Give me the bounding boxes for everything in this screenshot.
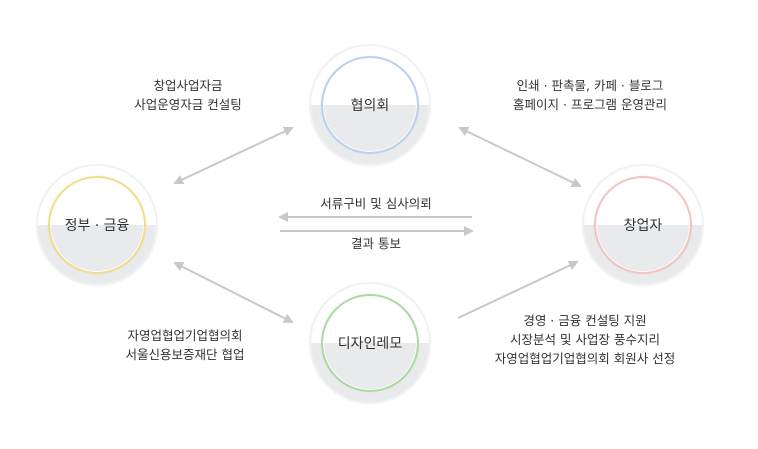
label-bottom-left: 자영업협업기업협의회 서울신용보증재단 협업 <box>105 326 265 364</box>
node-council-label: 협의회 <box>350 98 390 114</box>
node-designlemo-label: 디자인레모 <box>337 336 403 352</box>
arrow-bottom-left <box>173 262 294 323</box>
label-bottom-right: 경영 · 금융 컨설팅 지원 시장분석 및 사업장 풍수지리 자영업협업기업협의… <box>470 311 700 368</box>
label-line: 홈페이지 · 프로그램 운영관리 <box>513 97 667 112</box>
label-line: 서울신용보증재단 협업 <box>125 347 245 362</box>
label-line: 창업사업자금 <box>153 78 223 93</box>
arrow-top-left <box>173 126 294 185</box>
label-line: 사업운영자금 컨설팅 <box>134 97 242 112</box>
node-government-finance: 정부 · 금융 <box>38 166 156 284</box>
label-line: 자영업협업기업협의회 <box>127 328 243 343</box>
label-line: 시장분석 및 사업장 풍수지리 <box>510 332 660 347</box>
arrow-bottom-right <box>457 260 579 319</box>
node-council: 협의회 <box>311 46 429 164</box>
label-top-right: 인쇄 · 판촉물, 카페 · 블로그 홈페이지 · 프로그램 운영관리 <box>490 76 690 114</box>
label-top-left: 창업사업자금 사업운영자금 컨설팅 <box>118 76 258 114</box>
label-center-top: 서류구비 및 심사의뢰 <box>320 196 432 211</box>
node-government-finance-label: 정부 · 금융 <box>64 218 130 234</box>
label-line: 경영 · 금융 컨설팅 지원 <box>523 313 647 328</box>
node-founder: 창업자 <box>584 166 702 284</box>
label-line: 자영업협업기업협의회 회원사 선정 <box>494 351 676 366</box>
node-founder-label: 창업자 <box>623 218 663 234</box>
label-line: 인쇄 · 판촉물, 카페 · 블로그 <box>516 78 664 93</box>
arrow-top-right <box>458 126 582 188</box>
node-designlemo: 디자인레모 <box>311 284 429 402</box>
label-center-bottom: 결과 통보 <box>351 236 401 251</box>
